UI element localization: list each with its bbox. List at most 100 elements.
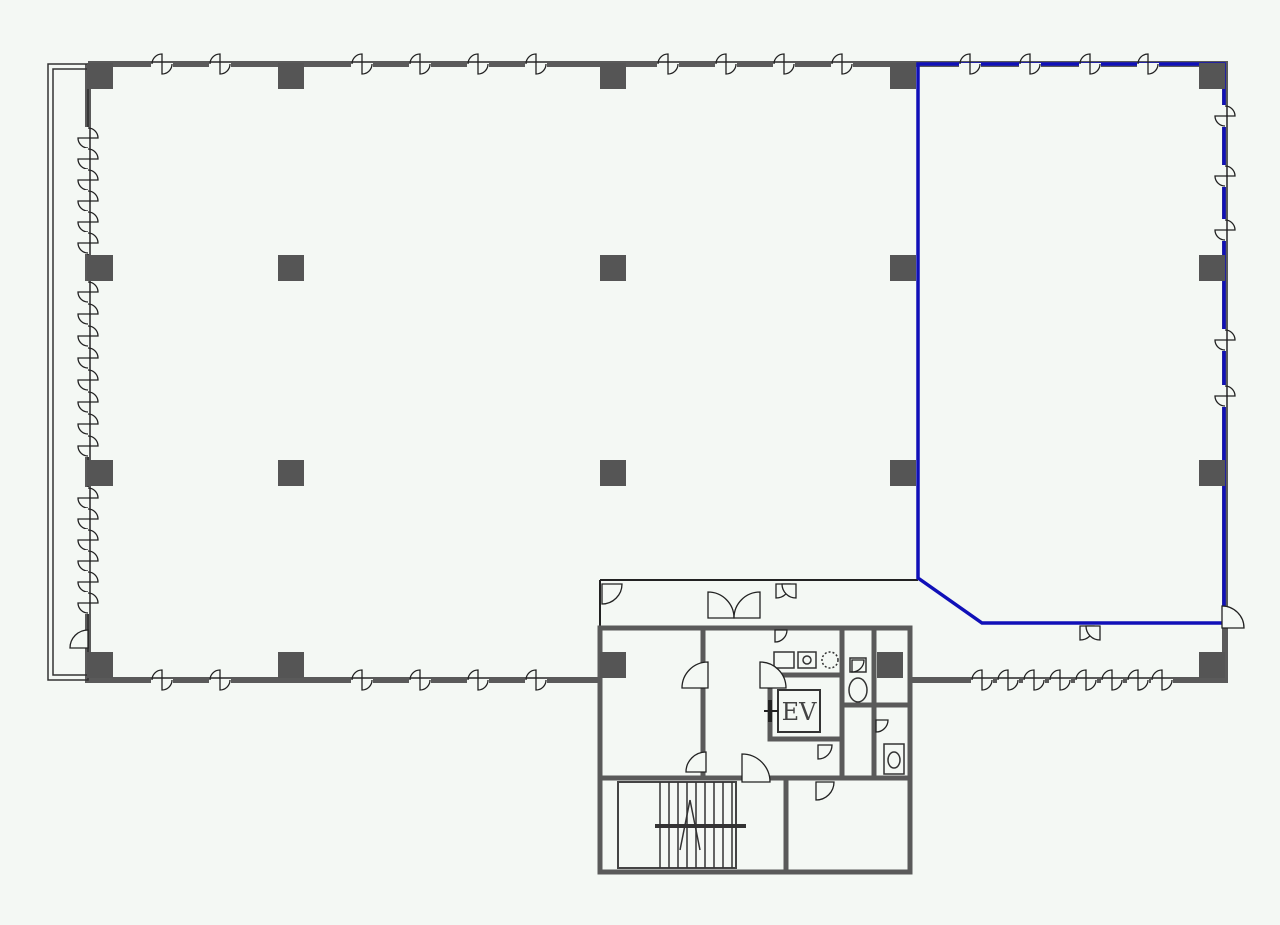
door-swing-icon: [77, 190, 99, 212]
column: [1199, 652, 1225, 678]
door-swing-icon: [817, 744, 833, 760]
door-swing-icon: [1221, 605, 1245, 629]
door-swing-icon: [685, 751, 707, 773]
door-swing-icon: [1214, 329, 1236, 351]
door-swing-icon: [69, 629, 89, 649]
door-swing-icon: [77, 347, 99, 369]
door-swing-icon: [773, 53, 795, 75]
door-swing-icon: [851, 659, 865, 673]
column: [600, 63, 626, 89]
door-swing-icon: [409, 53, 431, 75]
door-swing-icon: [831, 53, 853, 75]
door-swing-icon: [1075, 669, 1097, 691]
door-swing-icon: [681, 661, 709, 689]
column: [278, 460, 304, 486]
door-swing-icon: [77, 325, 99, 347]
door-swing-icon: [351, 669, 373, 691]
door-swing-icon: [715, 53, 737, 75]
column: [87, 63, 113, 89]
door-swing-icon: [1214, 219, 1236, 241]
highlighted-area: [916, 62, 1226, 625]
balcony: [47, 63, 89, 681]
corridor: [599, 579, 918, 628]
toilet-icon: [848, 657, 905, 775]
door-swing-icon: [1214, 165, 1236, 187]
door-swing-icon: [77, 391, 99, 413]
column: [890, 255, 916, 281]
door-swing-icon: [77, 148, 99, 170]
column: [890, 460, 916, 486]
column: [87, 460, 113, 486]
column: [1199, 460, 1225, 486]
column: [600, 255, 626, 281]
column: [278, 652, 304, 678]
structural-columns: [87, 63, 1225, 678]
door-swing-icon: [77, 413, 99, 435]
door-swing-icon: [409, 669, 431, 691]
column: [600, 652, 626, 678]
column: [1199, 63, 1225, 89]
door-swing-icon: [1214, 105, 1236, 127]
door-swing-icon: [1127, 669, 1149, 691]
door-swing-icon: [1079, 53, 1101, 75]
exterior-walls: [85, 61, 1228, 683]
column: [278, 255, 304, 281]
door-swing-icon: [525, 53, 547, 75]
door-swing-icon: [77, 550, 99, 572]
door-swing-icon: [77, 592, 99, 614]
door-swing-icon: [657, 53, 679, 75]
door-swing-icon: [1019, 53, 1041, 75]
column: [877, 652, 903, 678]
door-swing-icon: [77, 487, 99, 509]
door-swing-icon: [1214, 385, 1236, 407]
sink-icon: [773, 651, 839, 669]
door-swing-icon: [467, 53, 489, 75]
doors: [69, 53, 1245, 801]
column: [890, 63, 916, 89]
door-swing-icon: [759, 661, 787, 689]
door-swing-icon: [997, 669, 1019, 691]
door-swing-icon: [151, 53, 173, 75]
column: [87, 652, 113, 678]
door-swing-icon: [77, 303, 99, 325]
door-swing-icon: [77, 211, 99, 233]
door-swing-icon: [815, 781, 835, 801]
door-swing-icon: [1085, 625, 1101, 641]
door-swing-icon: [875, 719, 889, 733]
door-swing-icon: [77, 529, 99, 551]
door-swing-icon: [781, 583, 797, 599]
door-swing-icon: [77, 369, 99, 391]
door-swing-icon: [467, 669, 489, 691]
door-swing-icon: [1101, 669, 1123, 691]
door-swing-icon: [1151, 669, 1173, 691]
door-swing-icon: [733, 591, 761, 619]
door-swing-icon: [525, 669, 547, 691]
door-swing-icon: [741, 753, 771, 783]
stairs: [617, 781, 746, 869]
door-swing-icon: [707, 591, 735, 619]
door-swing-icon: [77, 127, 99, 149]
door-swing-icon: [77, 435, 99, 457]
door-swing-icon: [77, 281, 99, 303]
door-swing-icon: [209, 53, 231, 75]
door-swing-icon: [77, 232, 99, 254]
column: [600, 460, 626, 486]
door-swing-icon: [971, 669, 993, 691]
door-swing-icon: [1137, 53, 1159, 75]
column: [87, 255, 113, 281]
door-swing-icon: [1049, 669, 1071, 691]
door-swing-icon: [1023, 669, 1045, 691]
elevator-icon: EV: [764, 689, 821, 733]
door-swing-icon: [77, 169, 99, 191]
door-swing-icon: [77, 571, 99, 593]
door-swing-icon: [351, 53, 373, 75]
door-swing-icon: [774, 629, 788, 643]
door-swing-icon: [151, 669, 173, 691]
column: [1199, 255, 1225, 281]
column: [278, 63, 304, 89]
door-swing-icon: [209, 669, 231, 691]
door-swing-icon: [601, 583, 623, 605]
door-swing-icon: [959, 53, 981, 75]
door-swing-icon: [77, 508, 99, 530]
